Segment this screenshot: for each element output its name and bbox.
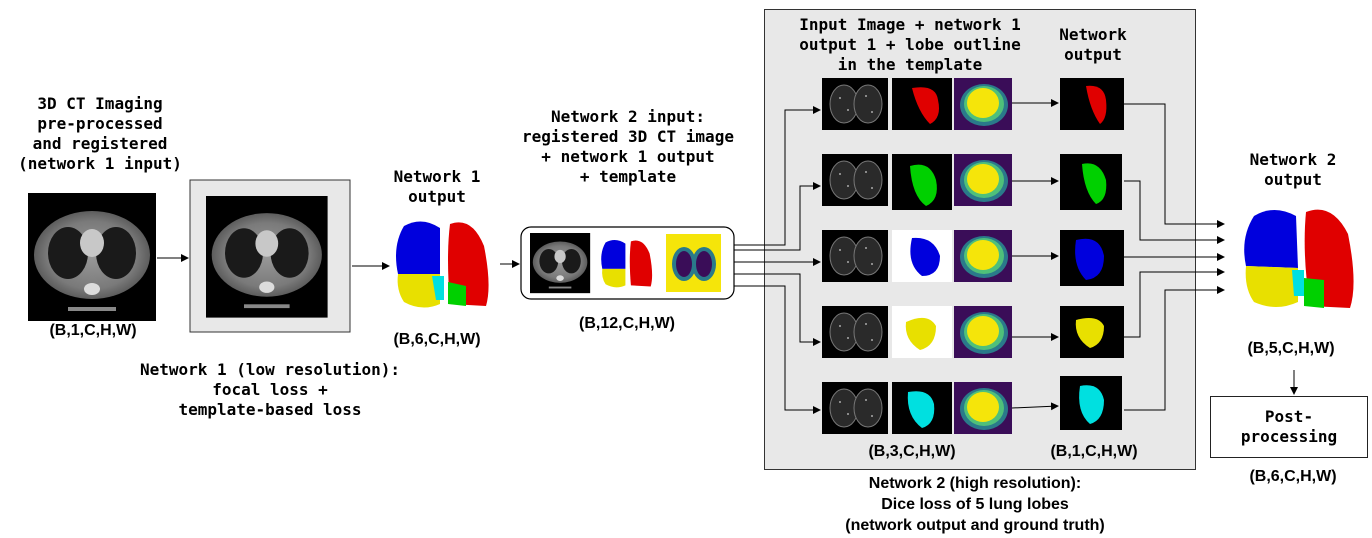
network2-input-lobes: [601, 240, 653, 288]
shape-input: (B,1,C,H,W): [49, 322, 137, 339]
template-overlay: [666, 234, 721, 292]
network2-output-render: [1244, 209, 1354, 308]
lung-lobe-render: [396, 221, 489, 308]
network2-input-ct: [530, 233, 591, 294]
row-4: [821, 305, 1124, 359]
input-title: 3D CT Imaging pre-processed and register…: [18, 94, 182, 173]
ct-scan-image: [28, 193, 156, 321]
row-1: [821, 77, 1124, 131]
postprocessing-box: Post- processing: [1210, 396, 1368, 458]
row-2: [821, 153, 1122, 210]
postprocessing-label: Post- processing: [1240, 407, 1338, 446]
shape-network2-output: (B,5,C,H,W): [1247, 340, 1335, 357]
row-5: [821, 376, 1122, 435]
network1-output-title: Network 1 output: [393, 167, 481, 206]
shape-panel-output: (B,1,C,H,W): [1050, 443, 1138, 460]
network1-description: Network 1 (low resolution): focal loss +…: [139, 360, 401, 419]
shape-panel-input: (B,3,C,H,W): [868, 443, 956, 460]
network2-input-title: Network 2 input: registered 3D CT image …: [522, 107, 734, 186]
shape-network1-output: (B,6,C,H,W): [393, 331, 481, 348]
registered-ct-image: [206, 196, 328, 318]
network2-description: Network 2 (high resolution): Dice loss o…: [845, 475, 1105, 534]
panel-title: Input Image + network 1 output 1 + lobe …: [799, 15, 1021, 74]
shape-network2-input: (B,12,C,H,W): [579, 315, 675, 332]
shape-final: (B,6,C,H,W): [1249, 468, 1337, 485]
network2-output-title: Network 2 output: [1249, 150, 1337, 189]
row-3: [821, 229, 1124, 286]
network-output-title: Network output: [1059, 25, 1127, 64]
